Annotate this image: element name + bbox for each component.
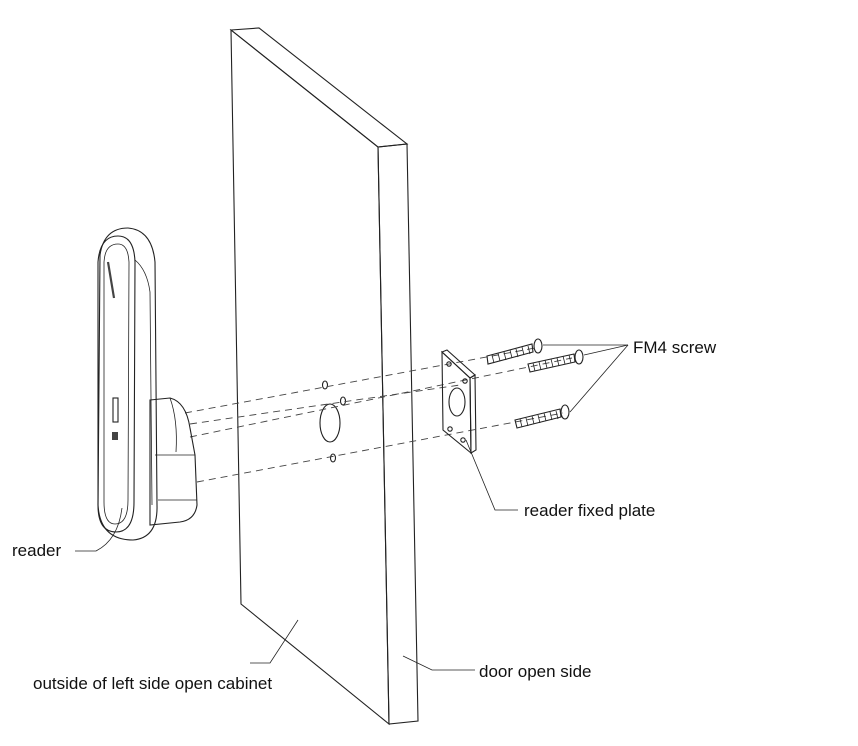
reader-fixed-plate-part [440, 349, 477, 455]
door-holes [319, 380, 347, 463]
label-reader-fixed-plate: reader fixed plate [524, 501, 656, 520]
door-center-hole [319, 403, 341, 443]
door-panel [229, 27, 419, 726]
screw-2 [527, 349, 584, 373]
plate-center-hole [448, 387, 466, 417]
reader-led-indicator [112, 432, 118, 440]
screw-3 [514, 404, 570, 429]
label-door-open-side: door open side [479, 662, 592, 681]
reader-outer-shell [97, 227, 158, 541]
door-screw-hole-right [339, 396, 347, 406]
door-top-face [229, 27, 409, 148]
reader-front-face [97, 235, 136, 533]
reader-device [97, 227, 198, 541]
door-screw-hole-bottom [329, 453, 337, 463]
fm4-screws [486, 338, 584, 429]
reader-slot [112, 397, 119, 423]
screw-1 [486, 338, 543, 365]
alignment-lines [184, 347, 573, 483]
door-front-face [230, 28, 390, 726]
door-side-face [377, 143, 419, 725]
leader-lines [75, 344, 629, 671]
reader-logo [106, 261, 116, 299]
label-reader: reader [12, 541, 62, 560]
reader-mount-block [149, 397, 198, 526]
door-screw-hole-top [321, 380, 329, 390]
label-outside-cabinet: outside of left side open cabinet [33, 674, 273, 693]
label-fm4-screw: FM4 screw [633, 338, 717, 357]
